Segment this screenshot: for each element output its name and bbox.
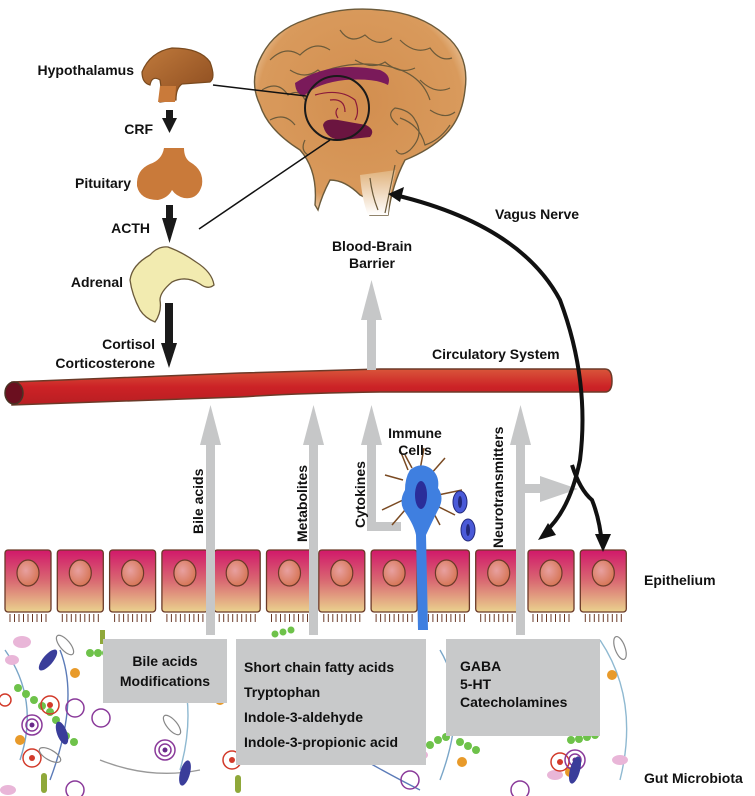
metabolites-pathway-label: Metabolites bbox=[294, 464, 310, 542]
epithelial-cell bbox=[213, 549, 261, 622]
bbb-line-1: Blood-Brain bbox=[331, 238, 413, 254]
hypothalamus-label: Hypothalamus bbox=[37, 62, 134, 78]
crf-label: CRF bbox=[124, 121, 153, 137]
box-line: Short chain fatty acids bbox=[244, 659, 395, 675]
bile-acids-pathway-label: Bile acids bbox=[190, 468, 206, 534]
epithelial-cell bbox=[108, 549, 157, 622]
immune-cell-illustration bbox=[381, 447, 476, 630]
blood-brain-barrier-label: Blood-Brain Barrier bbox=[318, 238, 426, 272]
epithelial-cell bbox=[579, 549, 627, 622]
immune-cells-label: Immune Cells bbox=[384, 425, 446, 459]
acth-pointer-line bbox=[198, 139, 331, 230]
hypothalamus-pointer-line bbox=[212, 84, 307, 97]
neurotransmitters-box: GABA 5-HT Catecholamines bbox=[446, 639, 600, 736]
box-line: Modifications bbox=[119, 673, 211, 689]
box-line: Bile acids bbox=[132, 653, 198, 669]
epithelium-layer bbox=[4, 549, 627, 622]
box-line: Tryptophan bbox=[244, 684, 321, 700]
epithelial-cell bbox=[475, 549, 523, 622]
cytokines-pathway-label: Cytokines bbox=[352, 461, 368, 528]
circulatory-system-label: Circulatory System bbox=[432, 346, 560, 362]
metabolites-box: Short chain fatty acids Tryptophan Indol… bbox=[236, 639, 426, 765]
adrenal-illustration bbox=[129, 246, 215, 323]
epithelial-cell bbox=[422, 549, 471, 622]
cortisol-label: Cortisol bbox=[102, 336, 155, 352]
pituitary-illustration bbox=[136, 148, 203, 200]
epithelial-cell bbox=[265, 549, 314, 622]
bile-acids-modifications-box: Bile acids Modifications bbox=[103, 639, 227, 703]
vagus-nerve-arrow bbox=[394, 193, 604, 546]
immune-line-1: Immune bbox=[388, 425, 442, 441]
epithelium-label: Epithelium bbox=[644, 572, 716, 588]
bbb-line-2: Barrier bbox=[349, 255, 395, 271]
transport-arrows bbox=[200, 280, 578, 635]
corticosterone-label: Corticosterone bbox=[55, 355, 155, 371]
epithelial-cell bbox=[527, 549, 575, 622]
box-line: Catecholamines bbox=[460, 694, 568, 710]
epithelial-cell bbox=[4, 549, 52, 622]
gut-microbiota-label: Gut Microbiota bbox=[644, 770, 743, 786]
acth-label: ACTH bbox=[111, 220, 150, 236]
hypothalamus-illustration bbox=[141, 47, 214, 103]
vagus-nerve-label: Vagus Nerve bbox=[495, 206, 580, 222]
hpa-arrows bbox=[161, 110, 177, 368]
epithelial-cell bbox=[370, 549, 418, 622]
adrenal-label: Adrenal bbox=[70, 274, 123, 290]
blood-vessel bbox=[4, 368, 613, 406]
pituitary-label: Pituitary bbox=[74, 175, 131, 191]
brain-illustration bbox=[253, 8, 467, 216]
neurotransmitters-pathway-label: Neurotransmitters bbox=[490, 426, 506, 548]
epithelial-cell bbox=[318, 549, 366, 622]
box-line: 5-HT bbox=[460, 676, 492, 692]
box-line: GABA bbox=[460, 658, 502, 674]
epithelial-cell bbox=[161, 549, 209, 622]
box-line: Indole-3-aldehyde bbox=[244, 709, 364, 725]
immune-line-2: Cells bbox=[398, 442, 432, 458]
box-line: Indole-3-propionic acid bbox=[244, 734, 399, 750]
epithelial-cell bbox=[56, 549, 104, 622]
